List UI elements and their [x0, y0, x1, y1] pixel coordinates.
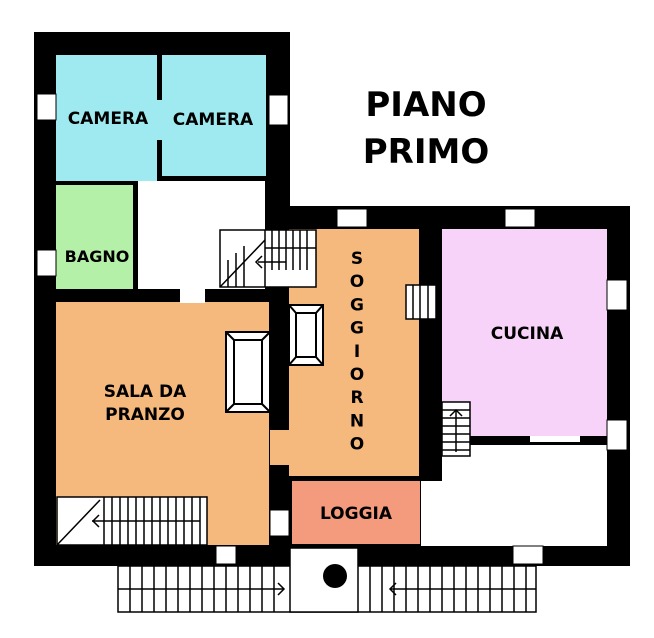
- label-bagno: BAGNO: [65, 247, 130, 266]
- room-hall-right: [421, 480, 442, 546]
- title-line-2: PRIMO: [363, 132, 490, 172]
- soggiorno-letter: G: [350, 319, 364, 339]
- label-camera-left: CAMERA: [68, 109, 149, 129]
- soggiorno-letter: S: [351, 249, 363, 269]
- soggiorno-letter: I: [354, 342, 360, 362]
- room-camera-left: [56, 55, 158, 181]
- fireplace-sala: [225, 331, 271, 413]
- stairs-sala: [56, 496, 208, 546]
- label-sala-line-1: SALA DA: [104, 382, 187, 402]
- soggiorno-letter: G: [350, 295, 364, 315]
- column-marker: [323, 564, 347, 588]
- windows: [36, 93, 628, 565]
- soggiorno-letter: N: [350, 411, 364, 431]
- steps-soggiorno-wall: [405, 284, 437, 320]
- label-sala-line-2: PRANZO: [105, 405, 185, 425]
- soggiorno-letter: O: [350, 435, 364, 455]
- title-line-1: PIANO: [365, 85, 486, 125]
- soggiorno-letter: R: [350, 388, 363, 408]
- stairs-exterior: [117, 547, 537, 613]
- door-gaps: [155, 100, 580, 465]
- label-cucina: CUCINA: [491, 324, 564, 344]
- room-bagno: [56, 185, 133, 289]
- label-camera-right: CAMERA: [173, 110, 254, 130]
- label-loggia: LOGGIA: [320, 504, 393, 524]
- room-cucina-lower: [442, 445, 607, 546]
- fireplace-soggiorno: [288, 304, 324, 366]
- soggiorno-letter: O: [350, 272, 364, 292]
- room-loggia: [292, 480, 420, 544]
- soggiorno-letter: O: [350, 365, 364, 385]
- room-camera-right: [162, 55, 266, 176]
- stairs-upper: [219, 229, 317, 288]
- stairs-cucina: [441, 401, 471, 457]
